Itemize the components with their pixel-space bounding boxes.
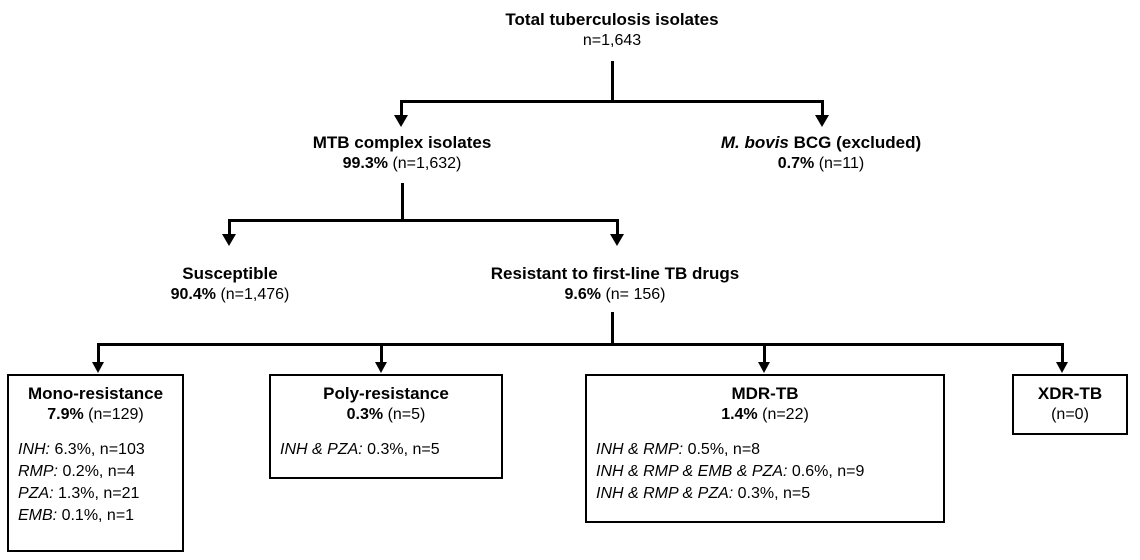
drug-label: EMB: <box>18 507 58 525</box>
connector-xdr-drop <box>1061 343 1064 366</box>
box-poly-resistance-title: Poly-resistance <box>323 384 449 403</box>
list-item: INH: 6.3%, n=103 <box>18 439 176 461</box>
box-mdr-tb: MDR-TB 1.4% (n=22) INH & RMP: 0.5%, n=8 … <box>585 374 945 523</box>
box-xdr-tb-head: XDR-TB (n=0) <box>1014 376 1126 425</box>
node-resistant-first-line: Resistant to first-line TB drugs 9.6% (n… <box>455 263 775 306</box>
connector-root-stem <box>611 61 614 102</box>
node-mtb-complex-percent: 99.3% <box>342 155 388 173</box>
drug-value: 0.5%, n=8 <box>683 441 761 459</box>
drug-label: INH & RMP & EMB & PZA: <box>596 463 788 481</box>
box-xdr-tb: XDR-TB (n=0) <box>1012 374 1128 435</box>
drug-value: 0.2%, n=4 <box>58 463 135 481</box>
box-mdr-tb-count: (n=22) <box>762 405 809 423</box>
node-susceptible-count: (n=1,476) <box>220 286 290 304</box>
list-item: INH & PZA: 0.3%, n=5 <box>280 439 495 461</box>
box-poly-resistance-list: INH & PZA: 0.3%, n=5 <box>271 439 501 461</box>
node-m-bovis-count: (n=11) <box>818 155 865 173</box>
list-item: INH & RMP & PZA: 0.3%, n=5 <box>596 483 937 505</box>
connector-mtb-stem <box>401 183 404 221</box>
box-poly-resistance-stats: 0.3% (n=5) <box>271 405 501 425</box>
list-item: INH & RMP & EMB & PZA: 0.6%, n=9 <box>596 461 937 483</box>
drug-label: INH & RMP & PZA: <box>596 485 734 503</box>
node-total-isolates: Total tuberculosis isolates n=1,643 <box>412 9 812 52</box>
node-mtb-complex-stats: 99.3% (n=1,632) <box>252 154 552 175</box>
box-mono-resistance-head: Mono-resistance 7.9% (n=129) <box>9 376 182 425</box>
node-resistant-percent: 9.6% <box>564 286 601 304</box>
node-total-isolates-count: n=1,643 <box>582 32 642 50</box>
connector-resistant-bar <box>97 343 1063 346</box>
drug-value: 0.3%, n=5 <box>362 441 440 459</box>
node-susceptible-stats: 90.4% (n=1,476) <box>105 285 355 306</box>
node-susceptible: Susceptible 90.4% (n=1,476) <box>105 263 355 306</box>
node-m-bovis-title: M. bovis BCG (excluded) <box>671 132 971 154</box>
node-m-bovis-title-rest: BCG (excluded) <box>788 133 922 152</box>
drug-value: 0.3%, n=5 <box>733 485 811 503</box>
list-item: PZA: 1.3%, n=21 <box>18 483 176 505</box>
arrow-to-m-bovis <box>815 115 829 127</box>
box-xdr-tb-title: XDR-TB <box>1037 384 1103 403</box>
node-m-bovis: M. bovis BCG (excluded) 0.7% (n=11) <box>671 132 971 175</box>
drug-label: PZA: <box>18 485 54 503</box>
arrow-to-susceptible <box>222 234 236 246</box>
node-mtb-complex-title: MTB complex isolates <box>312 133 492 152</box>
node-susceptible-percent: 90.4% <box>170 286 216 304</box>
drug-value: 6.3%, n=103 <box>50 441 145 459</box>
box-mdr-tb-stats: 1.4% (n=22) <box>587 405 943 425</box>
drug-label: RMP: <box>18 463 58 481</box>
connector-mdr-drop <box>763 343 766 366</box>
connector-mtb-bar <box>228 219 618 222</box>
list-item: INH & RMP: 0.5%, n=8 <box>596 439 937 461</box>
box-mono-resistance-count: (n=129) <box>88 405 144 423</box>
arrow-to-xdr-tb <box>1056 362 1068 373</box>
node-susceptible-title: Susceptible <box>182 264 278 283</box>
box-mdr-tb-list: INH & RMP: 0.5%, n=8 INH & RMP & EMB & P… <box>587 439 943 505</box>
list-item: EMB: 0.1%, n=1 <box>18 505 176 527</box>
box-mono-resistance-list: INH: 6.3%, n=103 RMP: 0.2%, n=4 PZA: 1.3… <box>9 439 182 527</box>
drug-label: INH & RMP: <box>596 441 684 459</box>
node-resistant-stats: 9.6% (n= 156) <box>455 285 775 306</box>
connector-mtb-left-drop <box>228 219 231 237</box>
box-poly-resistance-percent: 0.3% <box>346 405 384 423</box>
box-poly-resistance-head: Poly-resistance 0.3% (n=5) <box>271 376 501 425</box>
box-mono-resistance-title: Mono-resistance <box>27 384 164 403</box>
drug-value: 1.3%, n=21 <box>53 485 140 503</box>
box-mdr-tb-title: MDR-TB <box>731 384 799 403</box>
node-resistant-title: Resistant to first-line TB drugs <box>490 264 740 283</box>
connector-root-left-drop <box>400 100 403 118</box>
drug-label: INH: <box>18 441 50 459</box>
box-mono-resistance-percent: 7.9% <box>47 405 84 423</box>
connector-poly-drop <box>380 343 383 366</box>
arrow-to-mdr-tb <box>758 362 770 373</box>
connector-mtb-right-drop <box>616 219 619 237</box>
connector-root-right-drop <box>821 100 824 118</box>
connector-resistant-stem <box>611 312 614 345</box>
arrow-to-mtb-complex <box>394 115 408 127</box>
node-m-bovis-species: M. bovis <box>720 133 789 152</box>
box-mdr-tb-head: MDR-TB 1.4% (n=22) <box>587 376 943 425</box>
node-resistant-count: (n= 156) <box>605 286 666 304</box>
box-mono-resistance: Mono-resistance 7.9% (n=129) INH: 6.3%, … <box>7 374 184 552</box>
arrow-to-mono-resistance <box>92 362 104 373</box>
list-item: RMP: 0.2%, n=4 <box>18 461 176 483</box>
box-poly-resistance: Poly-resistance 0.3% (n=5) INH & PZA: 0.… <box>269 374 503 479</box>
node-m-bovis-percent: 0.7% <box>777 155 815 173</box>
drug-label: INH & PZA: <box>280 441 363 459</box>
drug-value: 0.1%, n=1 <box>57 507 135 525</box>
node-m-bovis-stats: 0.7% (n=11) <box>671 154 971 175</box>
box-mono-resistance-stats: 7.9% (n=129) <box>9 405 182 425</box>
node-total-isolates-title: Total tuberculosis isolates <box>505 10 719 29</box>
drug-value: 0.6%, n=9 <box>787 463 865 481</box>
connector-root-bar <box>400 100 823 103</box>
node-mtb-complex: MTB complex isolates 99.3% (n=1,632) <box>252 132 552 175</box>
arrow-to-poly-resistance <box>375 362 387 373</box>
box-xdr-tb-count: (n=0) <box>1051 405 1089 423</box>
connector-mono-drop <box>97 343 100 366</box>
arrow-to-resistant <box>610 234 624 246</box>
box-mdr-tb-percent: 1.4% <box>721 405 758 423</box>
box-poly-resistance-count: (n=5) <box>387 405 426 423</box>
node-mtb-complex-count: (n=1,632) <box>392 155 462 173</box>
